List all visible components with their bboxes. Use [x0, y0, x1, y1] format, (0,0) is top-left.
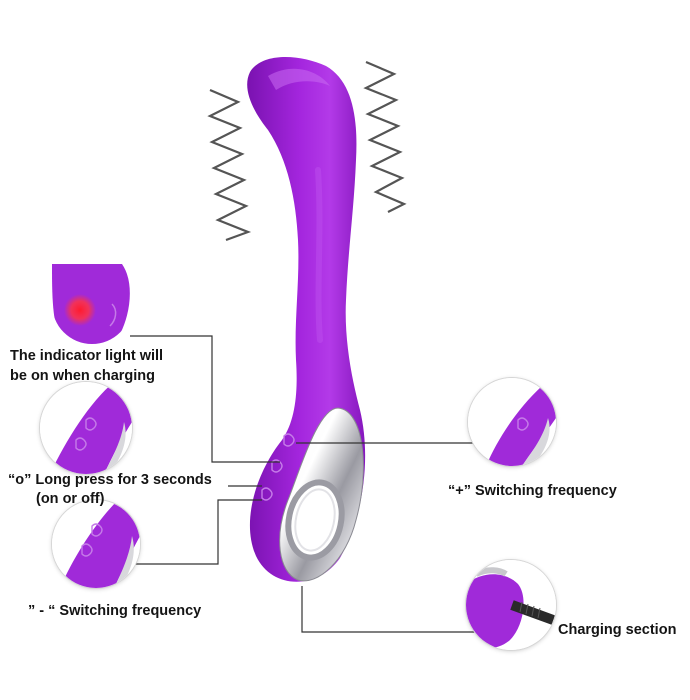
- label-power-line1: “o” Long press for 3 seconds: [8, 472, 212, 488]
- detail-indicator-light: [52, 264, 132, 344]
- vibration-left-icon: [207, 88, 252, 242]
- label-indicator-line1: The indicator light will: [10, 348, 164, 364]
- label-plus-button: “+” Switching frequency: [448, 483, 617, 499]
- indicator-light-icon: [64, 294, 96, 326]
- detail-plus-button: [468, 378, 556, 466]
- vibration-right-icon: [363, 60, 407, 213]
- handle-buttons: [261, 433, 295, 501]
- label-indicator-line2: be on when charging: [10, 368, 156, 384]
- detail-power-button: [40, 382, 132, 474]
- label-minus-button: ” - “ Switching frequency: [28, 603, 202, 619]
- detail-charging-section: [466, 560, 556, 650]
- label-power-line2: (on or off): [36, 491, 105, 507]
- detail-minus-button: [52, 500, 140, 588]
- leader-lines: [130, 335, 480, 633]
- label-charging-section: Charging section: [558, 622, 677, 638]
